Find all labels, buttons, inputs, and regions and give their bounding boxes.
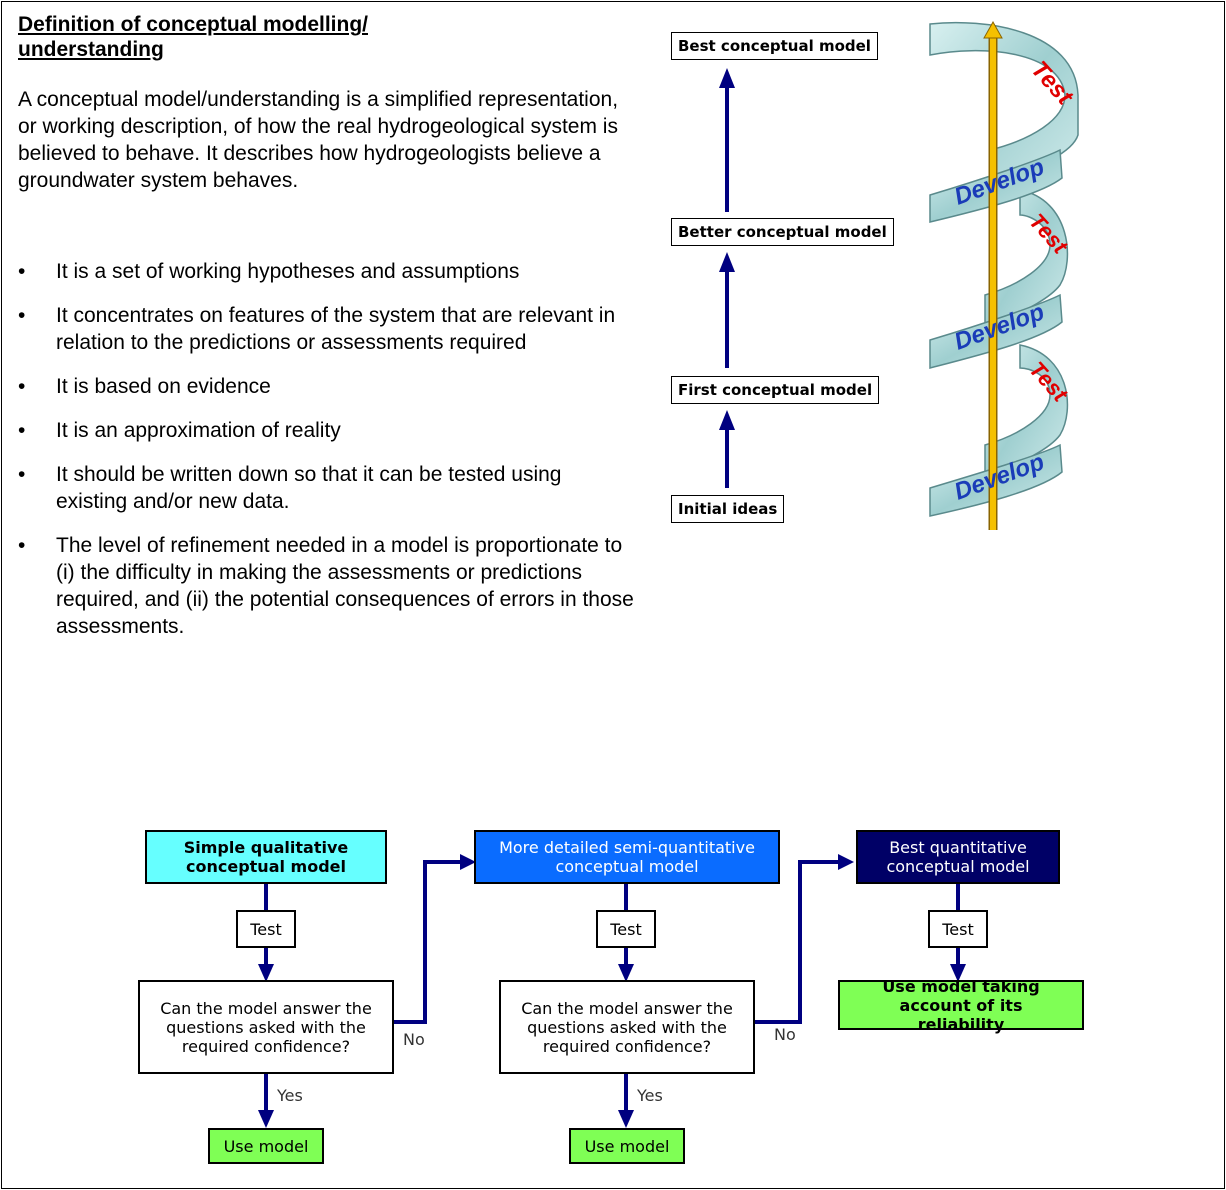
bullet-dot: • bbox=[18, 463, 26, 486]
use-model-box: Use model bbox=[569, 1128, 685, 1164]
question-box: Can the model answer the questions asked… bbox=[138, 980, 394, 1074]
bullet-dot: • bbox=[18, 260, 26, 283]
bullet-item: • It is based on evidence bbox=[18, 373, 638, 400]
bullet-text: It concentrates on features of the syste… bbox=[56, 304, 616, 354]
bullet-text: It should be written down so that it can… bbox=[56, 463, 562, 513]
question-text: Can the model answer the questions asked… bbox=[160, 998, 372, 1056]
flowchart-connectors bbox=[264, 860, 960, 1112]
bullet-item: • It concentrates on features of the syst… bbox=[18, 302, 638, 356]
no-label: No bbox=[403, 1030, 425, 1049]
use-model-reliability-label: Use model taking account of its reliabil… bbox=[882, 976, 1040, 1034]
bullet-list: • It is a set of working hypotheses and a… bbox=[18, 258, 638, 657]
use-model-box: Use model bbox=[208, 1128, 324, 1164]
test-box: Test bbox=[236, 910, 296, 948]
flowchart-arrowheads bbox=[258, 854, 966, 1128]
model-box-semi-quantitative: More detailed semi-quantitative conceptu… bbox=[474, 830, 780, 884]
spiral-shaft bbox=[983, 20, 1003, 530]
test-box: Test bbox=[928, 910, 988, 948]
bullet-item: • It is an approximation of reality bbox=[18, 417, 638, 444]
use-model-reliability-box: Use model taking account of its reliabil… bbox=[838, 977, 1084, 1034]
bullet-dot: • bbox=[18, 375, 26, 398]
section-heading: Definition of conceptual modelling/ unde… bbox=[18, 13, 368, 61]
model-box-label: More detailed semi-quantitative conceptu… bbox=[499, 838, 755, 876]
stage-initial-ideas: Initial ideas bbox=[671, 495, 785, 523]
bullet-item: • It should be written down so that it ca… bbox=[18, 461, 638, 515]
bullet-text: The level of refinement needed in a mode… bbox=[56, 534, 634, 638]
stage-best-conceptual-model: Best conceptual model bbox=[671, 32, 878, 60]
bullet-text: It is a set of working hypotheses and as… bbox=[56, 260, 520, 283]
model-box-label: Best quantitative conceptual model bbox=[886, 838, 1030, 876]
use-model-label: Use model bbox=[584, 1136, 670, 1156]
model-box-best-quantitative: Best quantitative conceptual model bbox=[856, 830, 1060, 884]
stage-better-conceptual-model: Better conceptual model bbox=[671, 218, 894, 246]
yes-label: Yes bbox=[637, 1086, 663, 1105]
bullet-item: • The level of refinement needed in a mod… bbox=[18, 532, 638, 640]
intro-paragraph: A conceptual model/understanding is a si… bbox=[18, 88, 619, 192]
model-box-label: Simple qualitative conceptual model bbox=[183, 838, 349, 876]
yes-label: Yes bbox=[277, 1086, 303, 1105]
test-box: Test bbox=[596, 910, 656, 948]
bullet-text: It is based on evidence bbox=[56, 375, 271, 398]
bullet-item: • It is a set of working hypotheses and a… bbox=[18, 258, 638, 285]
no-label: No bbox=[774, 1025, 796, 1044]
bullet-text: It is an approximation of reality bbox=[56, 419, 341, 442]
bullet-dot: • bbox=[18, 419, 26, 442]
question-text: Can the model answer the questions asked… bbox=[521, 998, 733, 1056]
stage-arrows bbox=[719, 68, 735, 488]
model-box-simple-qualitative: Simple qualitative conceptual model bbox=[145, 830, 387, 884]
question-box: Can the model answer the questions asked… bbox=[499, 980, 755, 1074]
bullet-dot: • bbox=[18, 304, 26, 327]
stage-first-conceptual-model: First conceptual model bbox=[671, 376, 880, 404]
use-model-label: Use model bbox=[223, 1136, 309, 1156]
bullet-dot: • bbox=[18, 534, 26, 557]
